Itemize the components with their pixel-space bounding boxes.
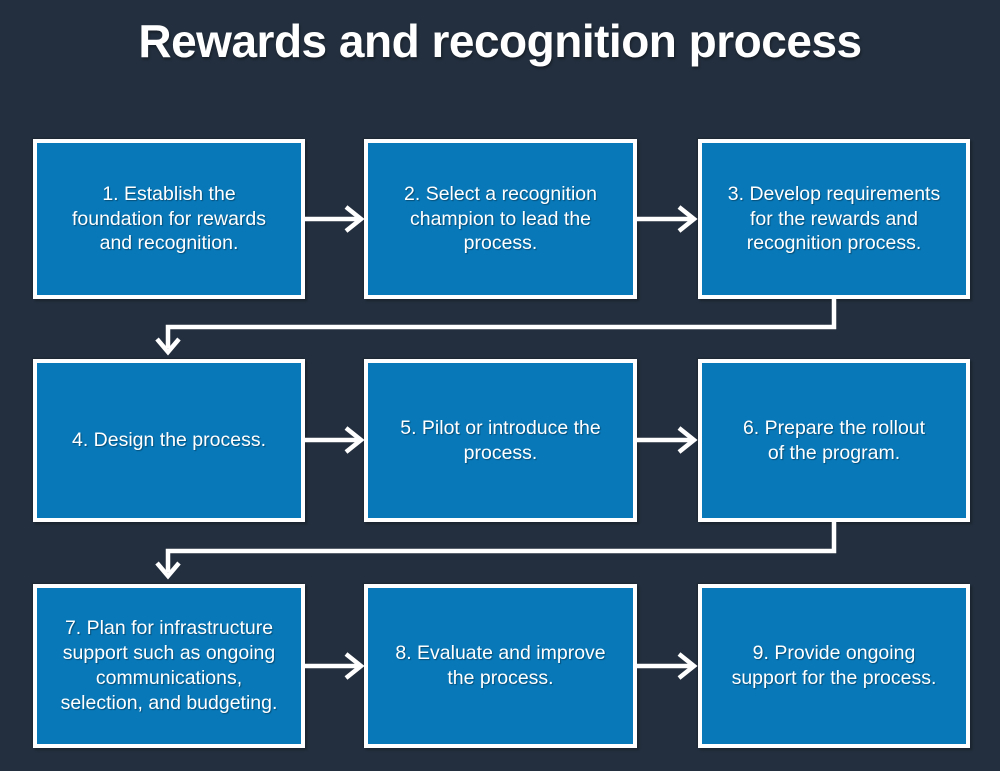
step-box-8: 8. Evaluate and improve the process. — [364, 584, 637, 748]
step-box-6: 6. Prepare the rollout of the program. — [698, 359, 970, 522]
step-label-9: 9. Provide ongoing support for the proce… — [731, 642, 937, 689]
elbow-connector-down-icon — [155, 297, 837, 356]
arrow-right-icon — [302, 205, 365, 233]
arrow-right-icon — [302, 652, 365, 680]
step-box-3: 3. Develop requirements for the rewards … — [698, 139, 970, 299]
page-title: Rewards and recognition process — [138, 15, 862, 67]
step-label-3: 3. Develop requirements for the rewards … — [727, 182, 941, 255]
step-box-4: 4. Design the process. — [33, 359, 305, 522]
arrow-right-icon — [635, 652, 698, 680]
step-box-2: 2. Select a recognition champion to lead… — [364, 139, 637, 299]
elbow-connector-down-icon — [155, 521, 837, 580]
arrow-right-icon — [635, 426, 698, 454]
step-box-1: 1. Establish the foundation for rewards … — [33, 139, 305, 299]
step-label-1: 1. Establish the foundation for rewards … — [71, 182, 267, 255]
arrow-right-icon — [635, 205, 698, 233]
step-label-5: 5. Pilot or introduce the process. — [400, 416, 601, 464]
step-box-7: 7. Plan for infrastructure support such … — [33, 584, 305, 748]
arrow-right-icon — [302, 426, 365, 454]
step-box-9: 9. Provide ongoing support for the proce… — [698, 584, 970, 748]
step-label-4: 4. Design the process. — [71, 429, 267, 452]
step-label-7: 7. Plan for infrastructure support such … — [60, 617, 278, 714]
step-label-8: 8. Evaluate and improve the process. — [395, 642, 606, 689]
step-label-2: 2. Select a recognition champion to lead… — [404, 182, 597, 255]
step-box-5: 5. Pilot or introduce the process. — [364, 359, 637, 522]
step-label-6: 6. Prepare the rollout of the program. — [742, 416, 926, 464]
